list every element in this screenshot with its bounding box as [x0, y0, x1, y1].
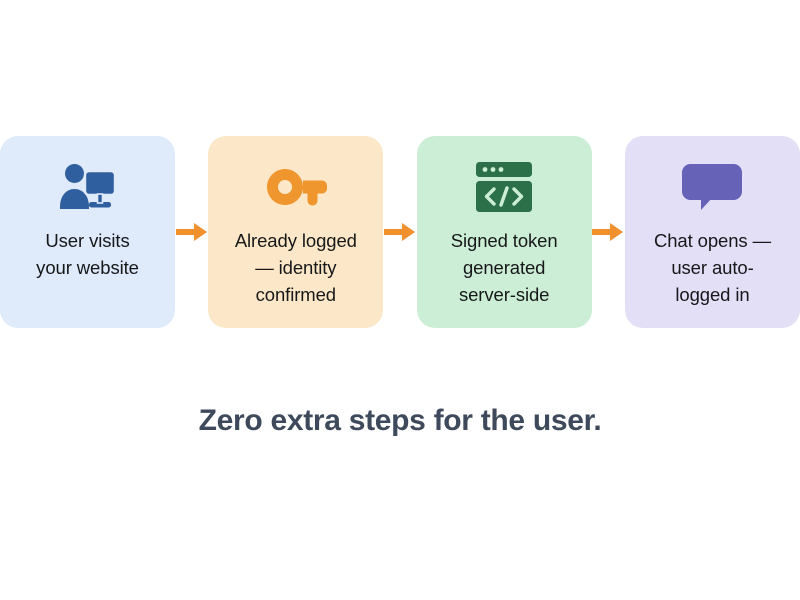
- flow-step-label: Chat opens — user auto- logged in: [653, 230, 772, 305]
- flow-step-chat-opens: Chat opens — user auto- logged in: [624, 136, 800, 328]
- process-flow-diagram: User visits your website Already logged …: [0, 136, 800, 328]
- flow-step-already-logged: Already logged — identity confirmed: [208, 136, 384, 328]
- arrow-right-icon: [592, 136, 625, 328]
- key-icon: [265, 156, 327, 218]
- flow-step-label: Already logged — identity confirmed: [234, 230, 357, 305]
- code-window-icon: [475, 156, 533, 218]
- chat-bubble-icon: [681, 156, 743, 218]
- diagram-caption: Zero extra steps for the user.: [198, 404, 602, 437]
- arrow-right-icon: [383, 136, 416, 328]
- flow-step-label: User visits your website: [36, 230, 139, 278]
- arrow-right-icon: [175, 136, 208, 328]
- flow-step-signed-token: Signed token generated server-side: [416, 136, 592, 328]
- user-at-computer-icon: [58, 156, 118, 218]
- flow-step-label: Signed token generated server-side: [450, 230, 558, 305]
- flow-step-user-visits: User visits your website: [0, 136, 175, 328]
